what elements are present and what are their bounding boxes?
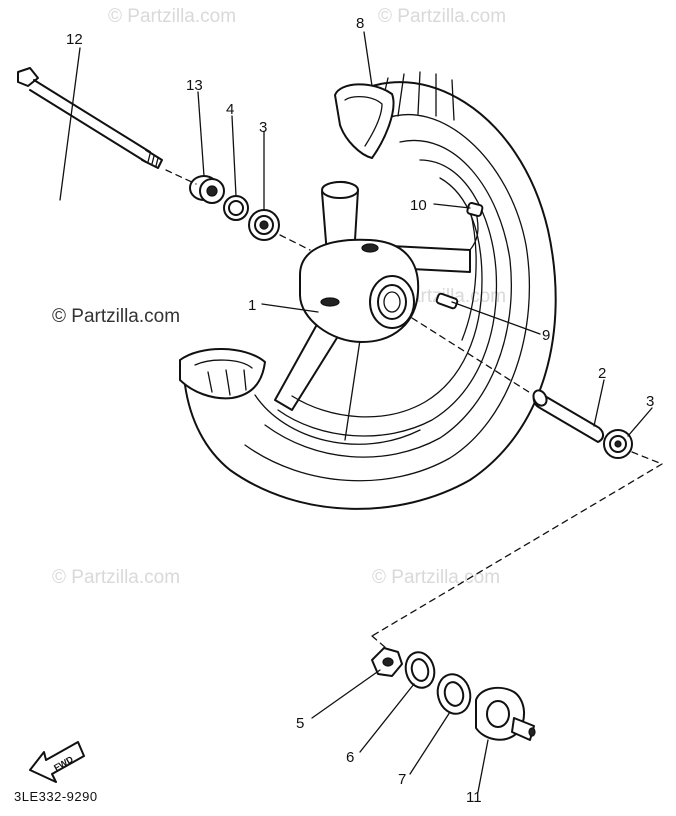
callout-12: 12 (66, 31, 83, 48)
bearing-right (603, 429, 633, 459)
callout-9: 9 (542, 327, 550, 344)
oil-seal-speedo (404, 651, 436, 689)
callout-10: 10 (410, 197, 427, 214)
callout-13: 13 (186, 77, 203, 94)
callout-11: 11 (466, 789, 482, 806)
callout-3-left: 3 (259, 119, 267, 136)
leader-lines (59, 31, 653, 793)
watermark-bottom-right: © Partzilla.com (372, 567, 500, 588)
bearing-speedo (436, 673, 472, 715)
callout-8: 8 (356, 15, 364, 32)
collar (189, 175, 225, 204)
valve-stem (466, 202, 484, 217)
watermark-middle-left: © Partzilla.com (52, 306, 180, 327)
meter-clutch (371, 647, 403, 677)
callout-3-right: 3 (646, 393, 654, 410)
balance-weight (435, 292, 459, 310)
callout-5: 5 (296, 715, 304, 732)
forward-arrow-icon: FWD (29, 741, 85, 783)
watermark-top-right: © Partzilla.com (378, 6, 506, 27)
watermark-bottom-left: © Partzilla.com (52, 567, 180, 588)
wheel-hub (299, 238, 420, 343)
callout-1: 1 (248, 297, 256, 314)
speedometer-gear-unit (475, 686, 536, 741)
callout-2: 2 (598, 365, 606, 382)
bearing-left (248, 209, 280, 241)
front-axle (17, 67, 163, 169)
callout-6: 6 (346, 749, 354, 766)
watermark-top-left: © Partzilla.com (108, 6, 236, 27)
spacer (532, 389, 604, 443)
exploded-guide-lines (165, 169, 663, 649)
callout-7: 7 (398, 771, 406, 788)
diagram-code: 3LE332-9290 (14, 789, 98, 804)
callout-4: 4 (226, 101, 234, 118)
oil-seal-left (223, 195, 249, 221)
cast-wheel (179, 71, 557, 510)
